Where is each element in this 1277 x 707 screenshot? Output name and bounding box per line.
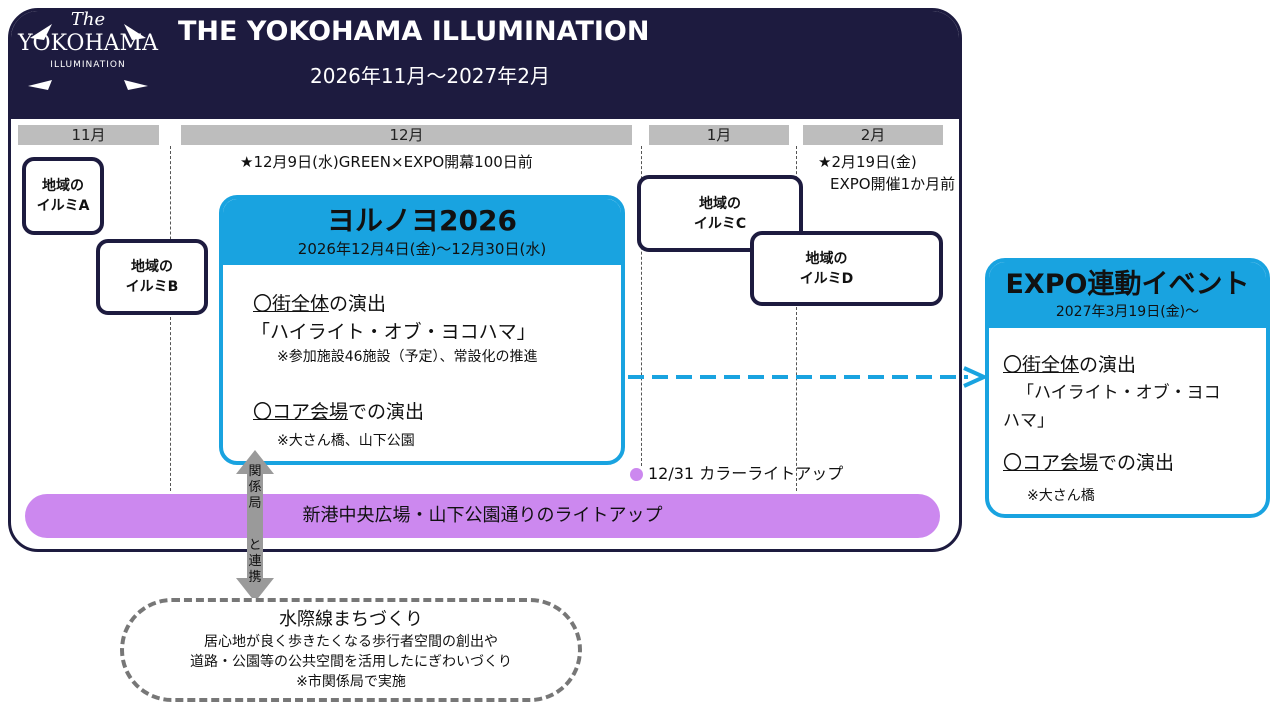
expo-section-core: 〇コア会場での演出 <box>1003 450 1174 476</box>
yorunoyo-section-city-u: 〇街全体 <box>253 293 330 315</box>
yorunoyo-section-core-u: 〇コア会場 <box>253 401 349 423</box>
connector-arrow-icon <box>628 366 988 388</box>
month-jan: 1月 <box>649 125 789 145</box>
cooperation-char: 係 <box>248 480 262 495</box>
region-box-a: 地域の イルミA <box>22 157 104 235</box>
logo-ornament-icon <box>28 24 148 90</box>
expo-highlight-line2: ハマ」 <box>1003 411 1054 431</box>
yokohama-illumination-logo: The YOKOHAMA ILLUMINATION <box>18 10 158 98</box>
region-box-d: 地域の イルミD <box>750 231 943 306</box>
expo-section-city: 〇街全体の演出 <box>1003 352 1136 378</box>
expo-section-city-u: 〇街全体 <box>1003 354 1080 376</box>
lightup-bar: 新港中央広場・山下公園通りのライトアップ <box>25 494 940 538</box>
yorunoyo-section-city: 〇街全体の演出 <box>253 291 386 317</box>
waterfront-line2: 道路・公園等の公共空間を活用したにぎわいづくり <box>190 654 512 670</box>
header-bar <box>11 11 959 119</box>
month-nov: 11月 <box>18 125 159 145</box>
page-period: 2026年11月～2027年2月 <box>310 64 550 88</box>
waterfront-line1: 居心地が良く歩きたくなる歩行者空間の創出や <box>204 634 498 650</box>
yorunoyo-section-core-rest: での演出 <box>348 401 425 423</box>
double-arrow-icon <box>236 450 274 602</box>
logo-the: The <box>70 9 106 30</box>
note-dec9: ★12月9日(水)GREEN×EXPO開幕100日前 <box>240 153 533 171</box>
divider-nov-dec <box>170 146 171 491</box>
logo-sub: ILLUMINATION <box>50 60 126 70</box>
yorunoyo-facilities-note: ※参加施設46施設（予定）、常設化の推進 <box>277 349 538 365</box>
divider-dec-jan <box>641 146 642 466</box>
expo-section-city-rest: の演出 <box>1079 354 1137 376</box>
yorunoyo-header: ヨルノヨ2026 2026年12月4日(金)～12月30日(水) <box>223 199 621 265</box>
expo-date: 2027年3月19日(金)～ <box>1055 304 1200 320</box>
page-title: THE YOKOHAMA ILLUMINATION <box>178 16 650 47</box>
month-feb: 2月 <box>803 125 943 145</box>
waterfront-line3: ※市関係局で実施 <box>296 674 406 690</box>
yorunoyo-dates: 2026年12月4日(金)～12月30日(水) <box>297 240 547 258</box>
lightup-note: 12/31 カラーライトアップ <box>648 464 844 483</box>
yorunoyo-title: ヨルノヨ2026 <box>327 204 517 237</box>
note-feb19-desc: EXPO開催1か月前 <box>830 175 956 193</box>
expo-section-core-u: 〇コア会場 <box>1003 452 1099 474</box>
region-box-b: 地域の イルミB <box>96 239 208 315</box>
expo-venue-note: ※大さん橋 <box>1027 488 1095 504</box>
yorunoyo-venue-note: ※大さん橋、山下公園 <box>277 433 415 449</box>
yorunoyo-box: ヨルノヨ2026 2026年12月4日(金)～12月30日(水) 〇街全体の演出… <box>219 195 625 465</box>
divider-jan-feb <box>796 146 797 491</box>
yorunoyo-highlight: 「ハイライト・オブ・ヨコハマ」 <box>251 321 536 343</box>
month-dec: 12月 <box>181 125 632 145</box>
expo-header: EXPO連動イベント 2027年3月19日(金)～ <box>989 262 1266 328</box>
cooperation-char: 携 <box>248 570 262 585</box>
expo-highlight-line1: 「ハイライト・オブ・ヨコ <box>1017 383 1221 403</box>
cooperation-char: 関 <box>248 464 262 479</box>
expo-section-core-rest: での演出 <box>1098 452 1175 474</box>
cooperation-char: 連 <box>248 554 262 569</box>
expo-event-box: EXPO連動イベント 2027年3月19日(金)～ 〇街全体の演出 「ハイライト… <box>985 258 1270 518</box>
note-feb19-date: ★2月19日(金) <box>818 153 917 171</box>
waterfront-box: 水際線まちづくり 居心地が良く歩きたくなる歩行者空間の創出や 道路・公園等の公共… <box>120 598 582 702</box>
lightup-dot <box>630 468 643 481</box>
cooperation-char: 局 <box>248 496 262 511</box>
cooperation-char: と <box>248 538 262 553</box>
expo-title: EXPO連動イベント <box>1005 269 1250 300</box>
waterfront-title: 水際線まちづくり <box>279 609 423 630</box>
yorunoyo-section-city-rest: の演出 <box>329 293 387 315</box>
cooperation-label: 関 係 局 と 連 携 <box>247 464 263 586</box>
yorunoyo-section-core: 〇コア会場での演出 <box>253 399 424 425</box>
region-box-c: 地域の イルミC <box>637 175 803 252</box>
